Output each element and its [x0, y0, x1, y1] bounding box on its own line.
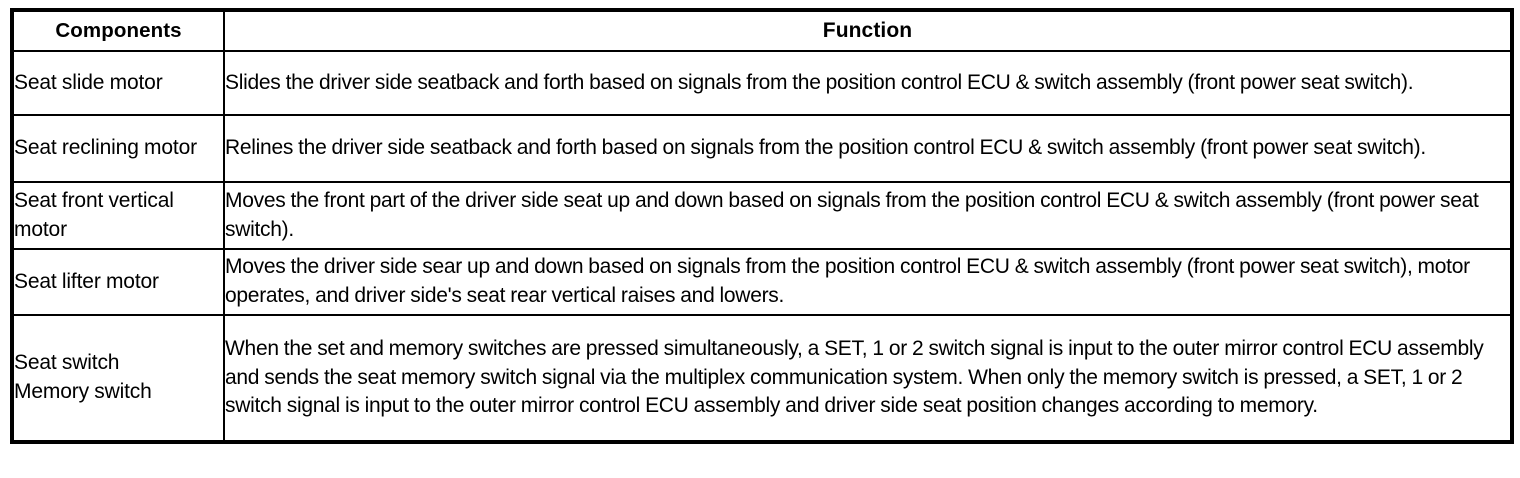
column-header-function: Function	[223, 9, 1513, 52]
table-row: Seat reclining motor Relines the driver …	[11, 114, 1513, 183]
table-body: Seat slide motor Slides the driver side …	[11, 50, 1513, 443]
table-header: Components Function	[11, 9, 1513, 52]
column-header-components: Components	[11, 9, 225, 52]
cell-component: Seat front vertical motor	[11, 181, 225, 250]
table-row: Seat switch Memory switch When the set a…	[11, 314, 1513, 443]
table-header-row: Components Function	[11, 9, 1513, 52]
function-description: When the set and memory switches are pre…	[225, 336, 1484, 418]
function-description: Moves the driver side sear up and down b…	[225, 255, 1470, 307]
table-row: Seat lifter motor Moves the driver side …	[11, 248, 1513, 316]
cell-function: Moves the front part of the driver side …	[223, 181, 1513, 250]
cell-function: Relines the driver side seatback and for…	[223, 114, 1513, 183]
component-name: Seat switch Memory switch	[14, 351, 152, 403]
function-description: Slides the driver side seatback and fort…	[225, 70, 1414, 94]
table-row: Seat front vertical motor Moves the fron…	[11, 181, 1513, 250]
component-name: Seat reclining motor	[14, 136, 197, 160]
function-description: Relines the driver side seatback and for…	[225, 136, 1426, 160]
cell-component: Seat lifter motor	[11, 248, 225, 316]
table-row: Seat slide motor Slides the driver side …	[11, 50, 1513, 116]
components-function-table: Components Function Seat slide motor Sli…	[10, 8, 1514, 444]
component-name: Seat front vertical motor	[14, 188, 174, 241]
cell-component: Seat slide motor	[11, 50, 225, 116]
function-description: Moves the front part of the driver side …	[225, 188, 1479, 241]
cell-function: Moves the driver side sear up and down b…	[223, 248, 1513, 316]
component-name: Seat lifter motor	[14, 269, 159, 293]
cell-component: Seat reclining motor	[11, 114, 225, 183]
cell-component: Seat switch Memory switch	[11, 314, 225, 443]
component-name: Seat slide motor	[14, 70, 163, 94]
cell-function: When the set and memory switches are pre…	[223, 314, 1513, 443]
cell-function: Slides the driver side seatback and fort…	[223, 50, 1513, 116]
